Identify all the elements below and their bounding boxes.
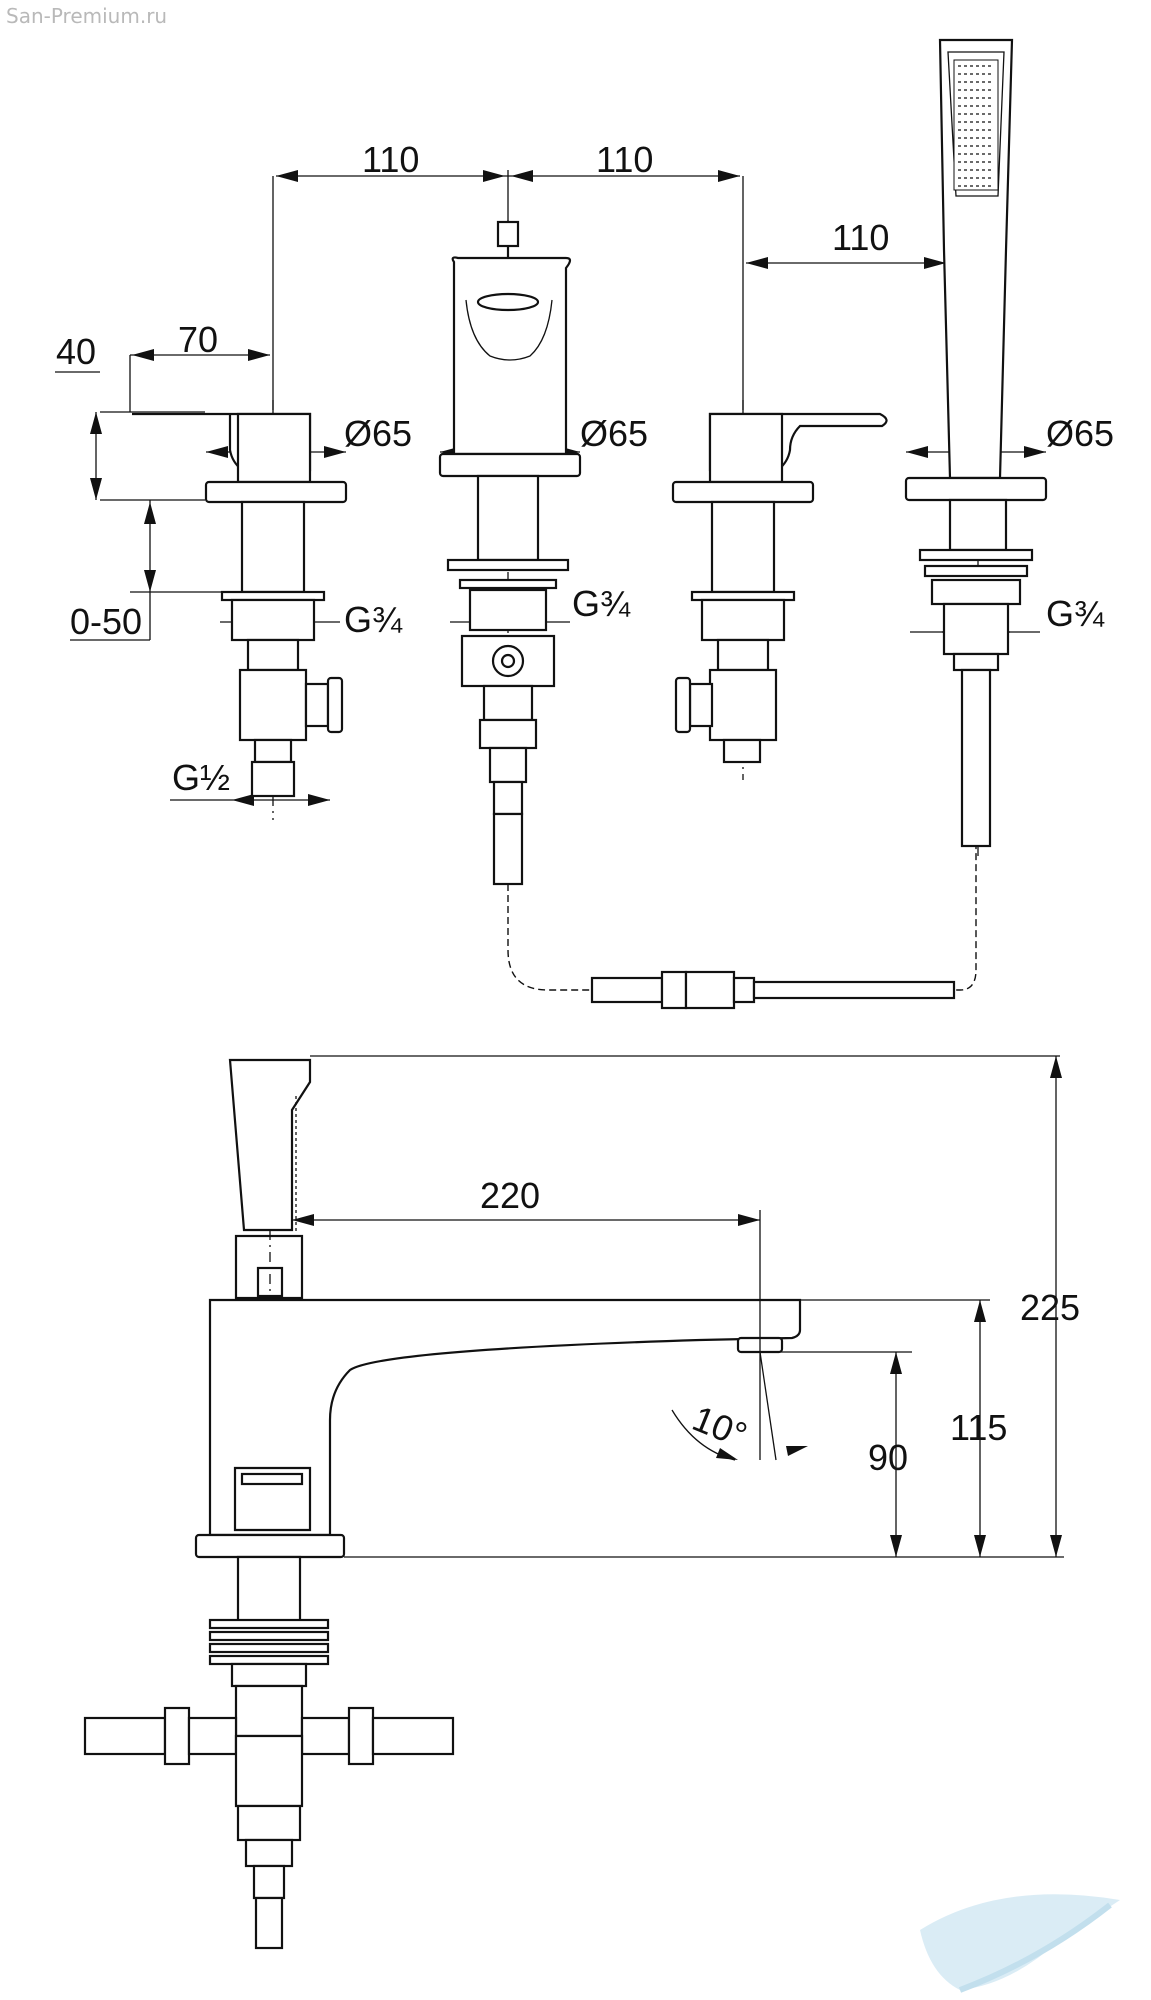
- right-diverter-handle: [671, 400, 888, 780]
- dim-total-height: 225: [1020, 1287, 1080, 1328]
- left-mixer-handle: [132, 400, 348, 820]
- shower-hose: [507, 846, 977, 991]
- hose-connector: [590, 970, 956, 1010]
- shower-nozzle-grid: [958, 65, 994, 187]
- dim-diameter-1: Ø65: [344, 413, 412, 454]
- hand-shower: [904, 38, 1048, 860]
- dim-diameter-3: Ø65: [1046, 413, 1114, 454]
- dim-thread-spout: G¾: [572, 583, 631, 624]
- site-watermark: San-Premium.ru: [6, 4, 168, 28]
- logo-mark: [920, 1894, 1120, 1993]
- side-view-spout: [83, 1058, 802, 1950]
- side-dimension-lines: [292, 1055, 1064, 1558]
- dim-spacing-1: 110: [362, 139, 419, 180]
- dim-lever-height: 40: [56, 331, 96, 372]
- dim-thread-shower: G¾: [1046, 593, 1105, 634]
- dim-diameter-2: Ø65: [580, 413, 648, 454]
- dim-spout-height: 115: [950, 1407, 1007, 1448]
- dim-deck-thickness: 0-50: [70, 601, 142, 642]
- center-spout-front: [438, 220, 582, 886]
- dim-spacing-2: 110: [596, 139, 653, 180]
- dim-lever-length: 70: [178, 319, 218, 360]
- dim-spout-angle: 10°: [687, 1397, 753, 1455]
- dim-outlet-height: 90: [868, 1437, 908, 1478]
- dim-thread-inlet: G½: [172, 757, 230, 798]
- dim-spacing-3: 110: [832, 217, 889, 258]
- dim-spout-reach: 220: [480, 1175, 540, 1216]
- dim-thread-main: G¾: [344, 599, 403, 640]
